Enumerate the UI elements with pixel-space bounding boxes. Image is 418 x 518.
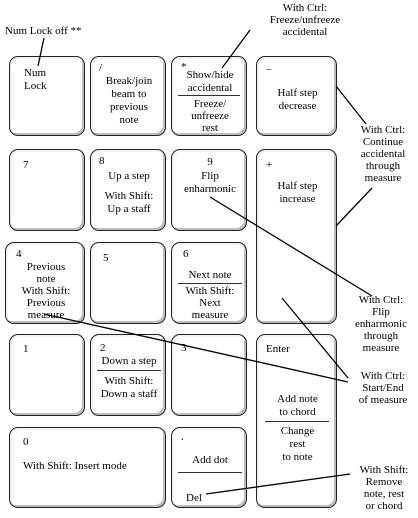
- key-3-symbol: 3: [181, 342, 187, 354]
- key-enter-top-2: to chord: [279, 406, 316, 418]
- key-slash-symbol: /: [99, 62, 103, 74]
- key-slash-line-4: note: [119, 114, 139, 126]
- key-num-lock-label-2: Lock: [24, 80, 47, 92]
- key-7-symbol: 7: [23, 159, 29, 171]
- key-6-divider: [178, 283, 242, 284]
- key-8-line-1: Up a step: [108, 170, 150, 182]
- key-6-symbol: 6: [183, 248, 189, 260]
- key-slash-line-1: Break/join: [105, 75, 153, 87]
- key-minus-line-1: Half step: [277, 87, 318, 99]
- key-8-symbol: 8: [99, 155, 105, 167]
- annotation-ctrl-start-end: With Ctrl: Start/End of measure: [358, 370, 408, 406]
- key-8-shift-2: Up a staff: [107, 203, 151, 215]
- key-enter-bottom-2: rest: [289, 438, 306, 450]
- key-9-line-1: Flip: [201, 170, 219, 182]
- key-asterisk-symbol: *: [181, 61, 187, 73]
- key-decimal-symbol: .: [181, 431, 184, 443]
- key-9-symbol: 9: [207, 156, 213, 168]
- annotation-num-lock-off: Num Lock off **: [5, 25, 82, 37]
- key-slash-line-2: beam to: [111, 88, 147, 100]
- key-plus-symbol: +: [266, 159, 273, 171]
- key-0-shift: With Shift: Insert mode: [23, 460, 127, 472]
- key-4-symbol: 4: [16, 248, 22, 260]
- key-0[interactable]: 0 With Shift: Insert mode: [9, 427, 166, 508]
- key-asterisk-bottom-1: Freeze/: [193, 98, 227, 110]
- key-enter-label: Enter: [266, 343, 290, 355]
- key-9[interactable]: 9 Flip enharmonic: [171, 149, 247, 231]
- key-minus-line-2: decrease: [278, 100, 317, 112]
- key-6-line-1: Next note: [188, 269, 232, 281]
- key-7[interactable]: 7: [9, 149, 85, 231]
- key-enter-bottom-1: Change: [280, 425, 315, 437]
- key-asterisk[interactable]: * Show/hide accidental Freeze/ unfreeze …: [171, 56, 247, 136]
- key-1-symbol: 1: [23, 343, 29, 355]
- key-slash[interactable]: / Break/join beam to previous note: [90, 56, 166, 136]
- annotation-ctrl-flip: With Ctrl: Flip enharmonic through measu…: [355, 294, 407, 354]
- key-4-shift-3: measure: [27, 309, 65, 321]
- key-num-lock[interactable]: Num Lock: [9, 56, 85, 136]
- leader-ctrl-continue-bottom: [335, 187, 373, 227]
- key-2-line-1: Down a step: [101, 355, 157, 367]
- annotation-ctrl-continue: With Ctrl: Continue accidental through m…: [360, 124, 406, 184]
- key-decimal[interactable]: . Add dot Del: [171, 427, 247, 508]
- key-4-line-1: Previous: [26, 261, 66, 273]
- key-decimal-top: Add dot: [192, 454, 228, 466]
- key-2-symbol: 2: [100, 342, 106, 354]
- key-plus-line-2: increase: [279, 193, 316, 205]
- key-plus-line-1: Half step: [277, 180, 318, 192]
- key-6[interactable]: 6 Next note With Shift: Next measure: [171, 242, 247, 324]
- key-asterisk-top-1: Show/hide: [186, 69, 234, 81]
- key-6-shift-3: measure: [191, 309, 229, 321]
- key-4[interactable]: 4 Previous note With Shift: Previous mea…: [5, 242, 85, 324]
- key-num-lock-label-1: Num: [24, 67, 46, 79]
- annotation-ctrl-freeze: With Ctrl: Freeze/unfreeze accidental: [269, 2, 341, 38]
- key-enter-top-1: Add note: [277, 393, 318, 405]
- key-minus[interactable]: – Half step decrease: [256, 56, 337, 136]
- key-3[interactable]: 3: [171, 334, 247, 416]
- key-decimal-bottom: Del: [186, 492, 202, 504]
- key-5-symbol: 5: [103, 252, 109, 264]
- key-asterisk-bottom-3: rest: [202, 122, 218, 134]
- key-4-shift-1: With Shift:: [21, 285, 71, 297]
- key-2[interactable]: 2 Down a step With Shift: Down a staff: [90, 334, 166, 416]
- key-asterisk-bottom-2: unfreeze: [191, 110, 229, 122]
- key-6-shift-1: With Shift:: [185, 285, 235, 297]
- key-enter[interactable]: Enter Add note to chord Change rest to n…: [256, 334, 337, 508]
- key-enter-bottom-3: to note: [282, 451, 313, 463]
- key-2-divider: [97, 370, 161, 371]
- key-8-shift-1: With Shift:: [104, 190, 154, 202]
- key-2-shift-2: Down a staff: [100, 388, 158, 400]
- key-1[interactable]: 1: [9, 334, 85, 416]
- key-asterisk-top-2: accidental: [187, 82, 233, 94]
- key-9-line-2: enharmonic: [184, 183, 236, 195]
- key-asterisk-divider: [178, 95, 240, 96]
- key-decimal-divider: [178, 472, 242, 473]
- key-enter-divider: [265, 421, 329, 422]
- key-6-shift-2: Next: [199, 297, 221, 309]
- key-4-shift-2: Previous: [26, 297, 66, 309]
- key-5[interactable]: 5: [90, 242, 166, 324]
- key-0-symbol: 0: [23, 436, 29, 448]
- key-8[interactable]: 8 Up a step With Shift: Up a staff: [90, 149, 166, 231]
- leader-ctrl-continue-top: [335, 85, 367, 125]
- key-slash-line-3: previous: [110, 101, 148, 113]
- key-4-line-2: note: [36, 273, 56, 285]
- key-2-shift-1: With Shift:: [104, 375, 154, 387]
- key-minus-symbol: –: [266, 63, 272, 75]
- key-plus[interactable]: + Half step increase: [256, 149, 337, 324]
- annotation-shift-remove: With Shift: Remove note, rest or chord: [359, 464, 409, 512]
